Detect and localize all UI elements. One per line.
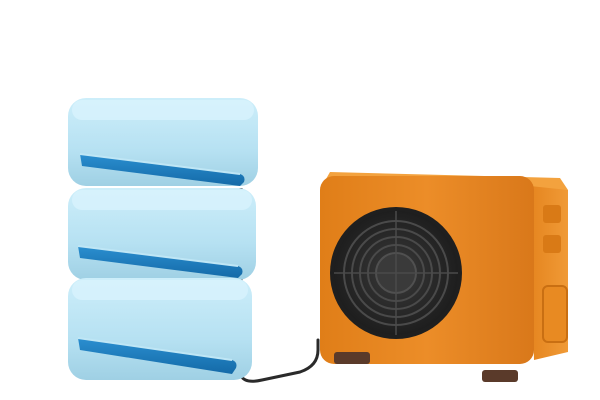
side-service-panel <box>542 285 568 343</box>
indoor-unit-bottom <box>68 278 252 380</box>
fan-icon <box>330 207 462 339</box>
foot-right <box>482 370 518 382</box>
foot-left <box>334 352 370 364</box>
outdoor-unit <box>320 172 568 382</box>
indoor-unit-top <box>68 98 258 186</box>
side-vent-bottom <box>543 235 561 253</box>
indoor-unit-middle <box>68 188 256 280</box>
side-vent-top <box>543 205 561 223</box>
